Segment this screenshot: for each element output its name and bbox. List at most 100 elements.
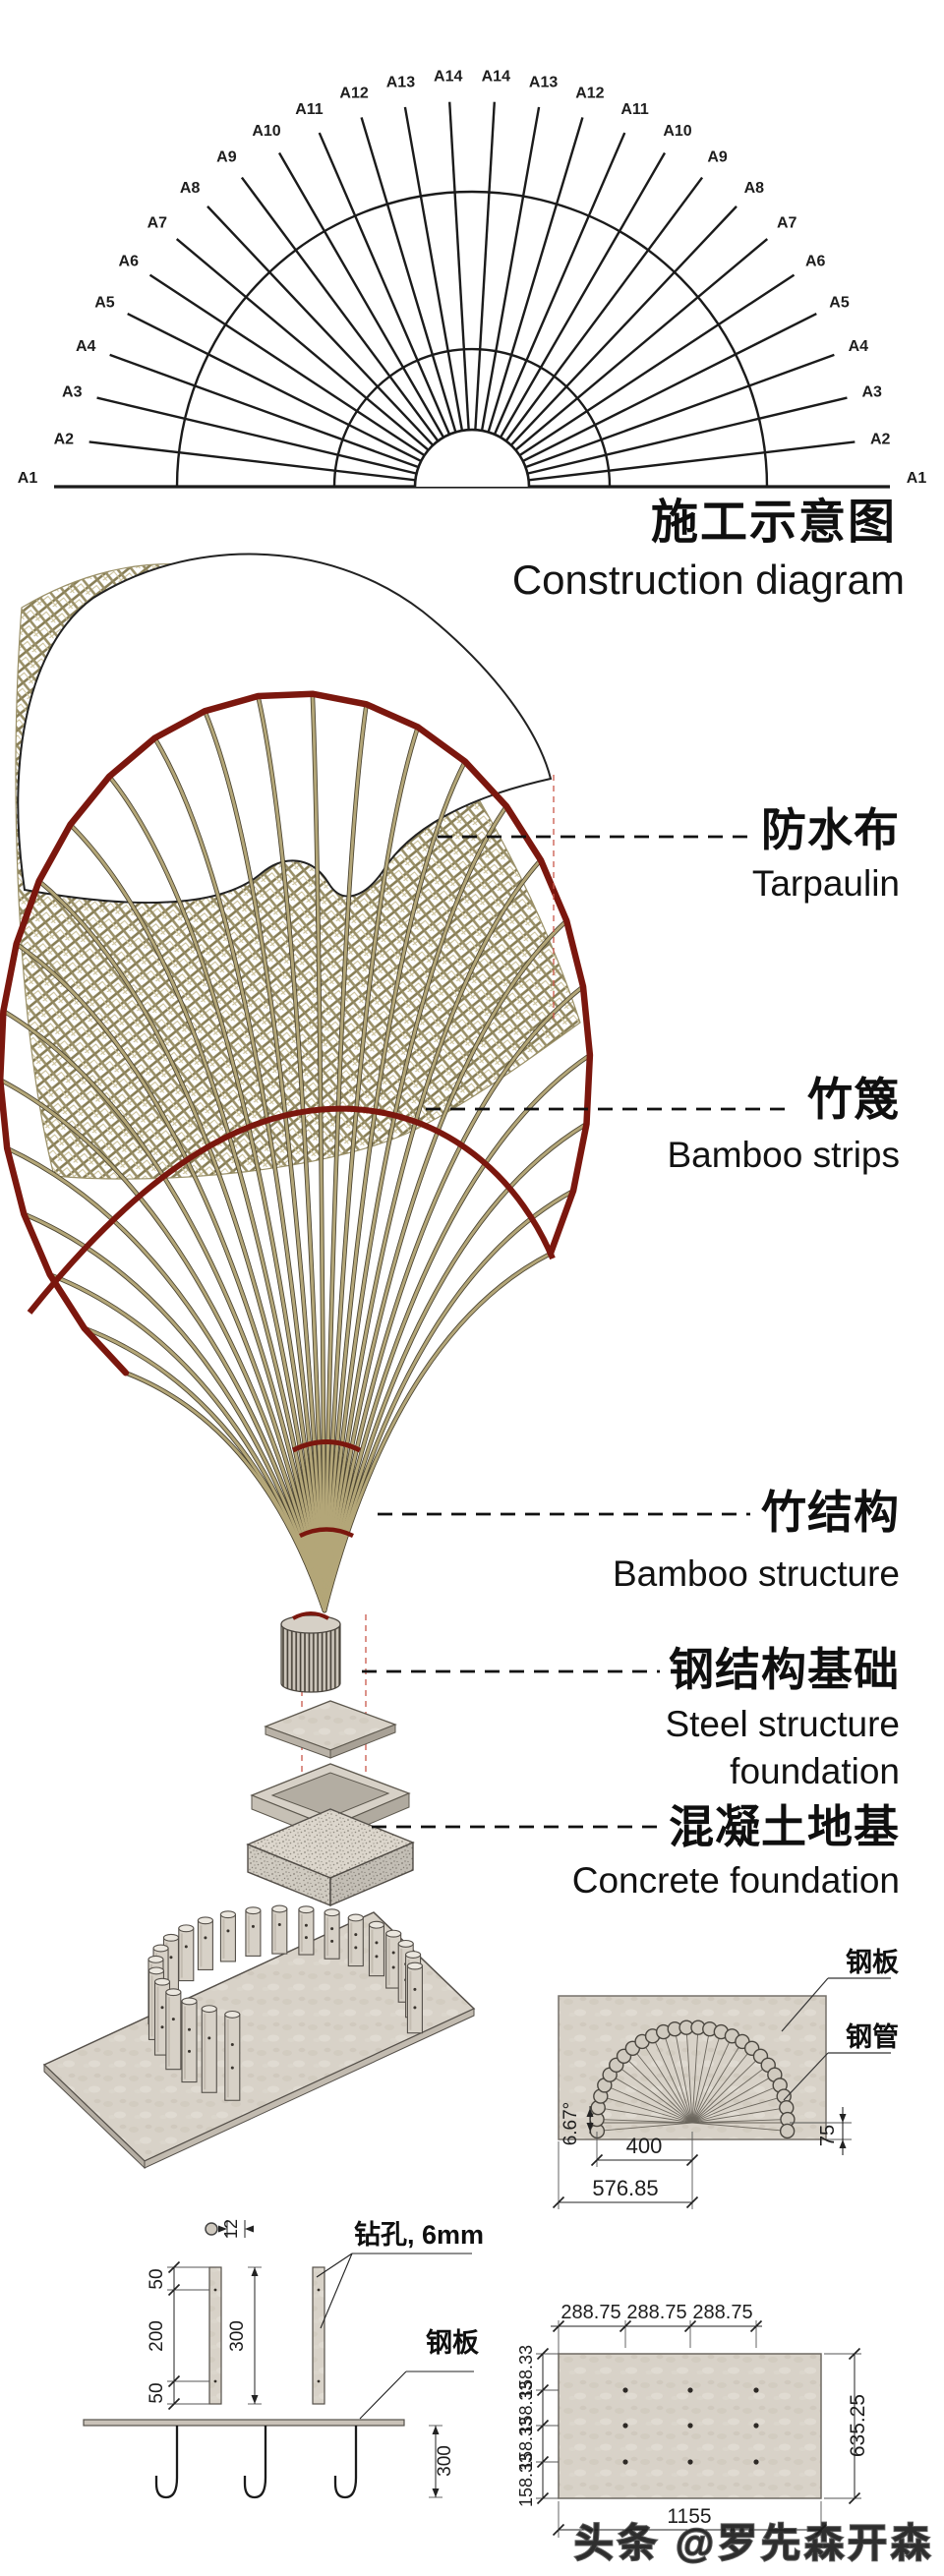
fan-rib-label: A9 [707, 149, 728, 166]
dim-288: 288.75 [692, 2302, 752, 2323]
fan-rib-label: A7 [148, 214, 168, 231]
fan-outer-arc [175, 190, 769, 488]
exploded-view [0, 553, 795, 1907]
fan-rib-label: A3 [862, 384, 883, 401]
bamboo-rib [124, 1371, 326, 1612]
callout-bamboo-strips-en: Bamboo strips [667, 1135, 901, 1175]
pipe-section-circle [205, 2222, 218, 2236]
bamboo-rib [323, 1122, 588, 1612]
axon-detail [42, 1904, 476, 2170]
maroon-neck-band [291, 1439, 362, 1453]
fan-rib-label: A8 [180, 180, 201, 197]
steel-bar [312, 2266, 325, 2405]
callout-steel-foundation-en: Steel structure foundation [665, 1704, 900, 1792]
fan-title-zh: 施工示意图 [650, 497, 897, 549]
fan-rib-label: A10 [663, 123, 691, 140]
anchor-hook [154, 2426, 179, 2499]
bamboo-rib [323, 984, 585, 1612]
dim-bar-seg: 50 [147, 2268, 167, 2289]
bamboo-rib [323, 760, 467, 1612]
anchor-hook [243, 2426, 267, 2499]
bamboo-rib [323, 919, 568, 1612]
dim-1155: 1155 [667, 2505, 711, 2528]
bamboo-rib [0, 1078, 326, 1612]
bamboo-rib [256, 694, 326, 1612]
fan-rib-label: A6 [805, 253, 826, 269]
steel-cage-top [280, 1614, 341, 1634]
bamboo-rib [22, 1212, 326, 1612]
dim-158: 158.33 [516, 2380, 536, 2434]
dim-bar-seg: 200 [147, 2320, 167, 2352]
bamboo-rib [69, 823, 326, 1612]
bamboo-rib [47, 1272, 327, 1613]
fan-rib-label: A6 [119, 253, 140, 269]
fan-rib-label: A1 [18, 470, 38, 487]
dim-bar-seg: 50 [147, 2382, 167, 2403]
steel-bar [208, 2266, 222, 2405]
fan-rib-label: A3 [62, 384, 83, 401]
callout-bamboo-strips-zh: 竹篾 [807, 1074, 900, 1125]
dim-288: 288.75 [560, 2302, 620, 2323]
fan-rib-label: A4 [76, 338, 96, 355]
steel-plate-side [83, 2419, 405, 2427]
dim-635: 635.25 [847, 2394, 869, 2457]
fan-diagram: A1 A2 A3 A4 A5 A6 A7 A8 A9 A10 A11 A12 A13 A14 A14 A13A… [18, 69, 927, 489]
label-steel-plate-hooks: 钢板 [426, 2328, 479, 2358]
fan-middle-arc [332, 347, 612, 488]
dim-158: 158.33 [516, 2345, 536, 2399]
callout-bamboo-structure-zh: 竹结构 [761, 1487, 900, 1538]
tarpaulin-shape [17, 553, 553, 905]
fan-rib-label: A13 [386, 74, 415, 90]
bamboo-rib [323, 804, 508, 1612]
bamboo-rib [203, 709, 326, 1612]
dim-158: 158.33 [516, 2453, 536, 2507]
bamboo-rib [15, 942, 326, 1612]
anchor-hook [333, 2426, 358, 2499]
fan-center-dome [413, 428, 531, 488]
fan-title-en: Construction diagram [511, 556, 905, 603]
bamboo-rib [152, 736, 326, 1612]
fan-rib-label: A13 [529, 74, 558, 90]
fan-rib-label: A7 [777, 214, 797, 231]
bamboo-rib [48, 1272, 326, 1612]
bamboo-rib [323, 1053, 592, 1612]
fan-rib-label: A14 [482, 69, 510, 86]
bamboo-rib [5, 1146, 326, 1612]
bamboo-rib [323, 1189, 575, 1612]
callout-tarpaulin-en: Tarpaulin [751, 863, 900, 904]
fan-rib-label: A12 [339, 86, 368, 102]
steel-pipe-hole [779, 2123, 796, 2139]
fan-rib-label: A10 [252, 123, 280, 140]
dim-288: 288.75 [626, 2302, 686, 2323]
callout-bamboo-structure-en: Bamboo structure [612, 1553, 900, 1594]
callout-concrete-foundation-zh: 混凝土地基 [669, 1801, 900, 1852]
steel-plate-top [264, 1700, 397, 1751]
bamboo-rib [323, 1252, 553, 1612]
dim-300: 300 [227, 2320, 248, 2352]
callout-concrete-foundation-en: Concrete foundation [571, 1860, 900, 1901]
maroon-edge-band [0, 690, 594, 1376]
label-drill-hole: 钻孔, 6mm [354, 2220, 485, 2250]
label-steel-plate: 钢板 [846, 1948, 899, 1977]
bamboo-rib [37, 879, 326, 1612]
fan-rib-label: A1 [907, 470, 927, 487]
fan-rib-label: A2 [54, 431, 75, 447]
watermark: 头条 @罗先森开森 [573, 2521, 934, 2566]
maroon-middle-band [27, 1105, 556, 1315]
bamboo-rib [323, 858, 543, 1612]
fan-rib-label: A5 [829, 294, 850, 311]
callout-tarpaulin-zh: 防水布 [761, 804, 900, 855]
dim-158: 158.33 [516, 2417, 536, 2471]
watermark-text: 头条 @罗先森开森 [574, 2522, 934, 2565]
maroon-neck-band [299, 1527, 354, 1539]
fan-rib-label: A11 [620, 101, 649, 118]
fan-rib-label: A4 [849, 338, 869, 355]
fan-rib-label: A11 [295, 101, 324, 118]
dim-75: 75 [817, 2125, 839, 2146]
fan-rib-label: A14 [434, 69, 462, 86]
